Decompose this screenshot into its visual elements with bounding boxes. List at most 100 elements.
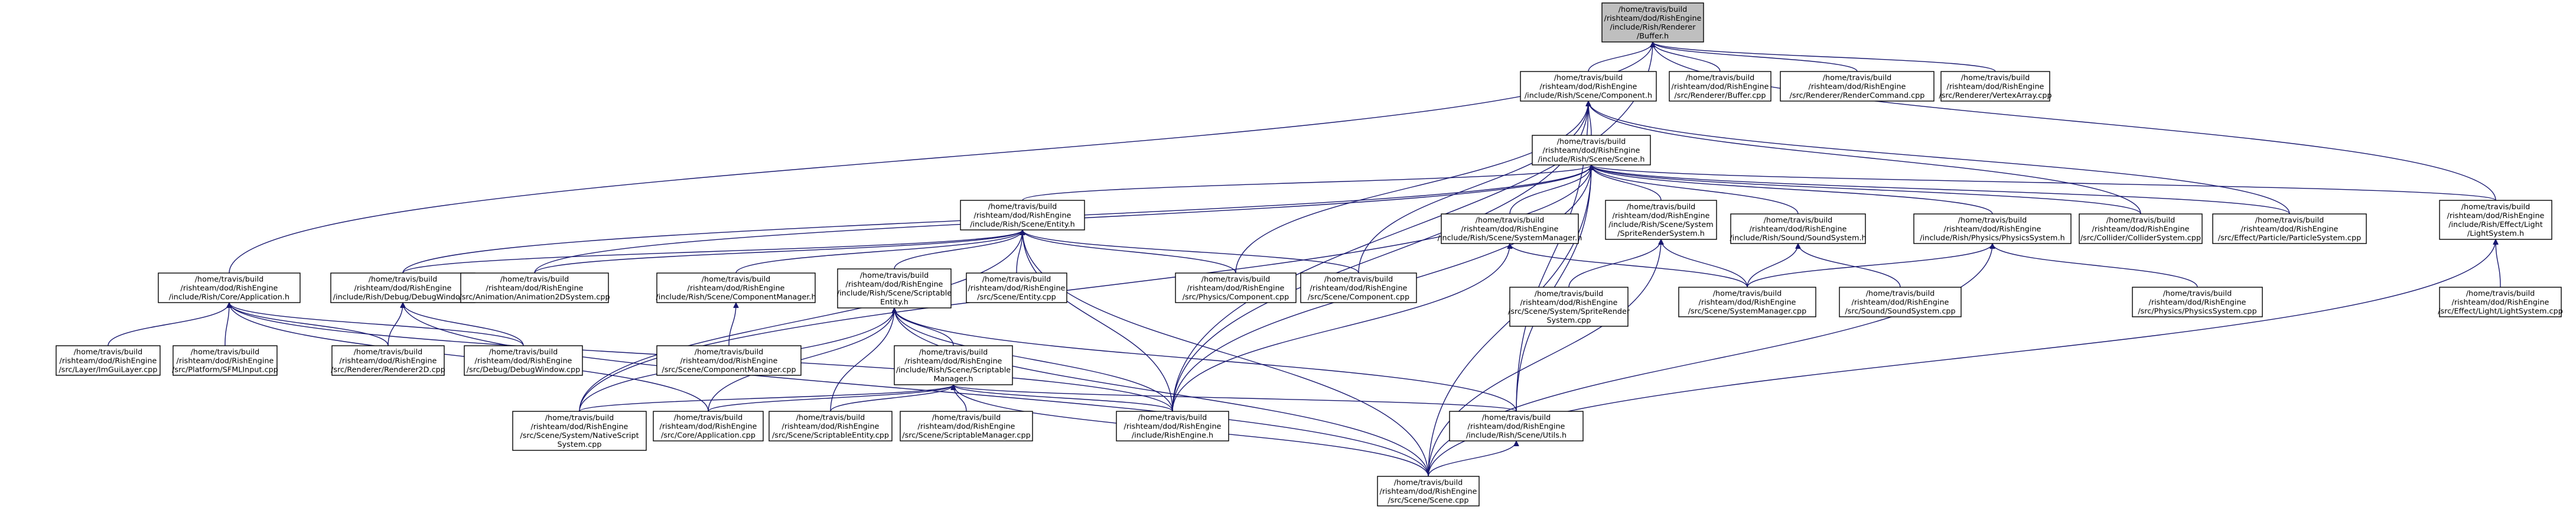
node-box[interactable] (1532, 135, 1651, 165)
node-renderer-vertexarray-cpp[interactable]: /home/travis/build/rishteam/dod/RishEngi… (1939, 71, 2052, 102)
node-box[interactable] (900, 411, 1033, 441)
node-box[interactable] (2439, 287, 2562, 317)
node-box[interactable] (172, 345, 278, 376)
edge-systemmanager_cpp-to-spriterendersystem_h (1661, 239, 1748, 288)
edge-component_h-to-buffer_h (1588, 41, 1653, 72)
edge-sfmlinput_cpp-to-application_h (224, 303, 229, 346)
node-animation2dsystem-cpp[interactable]: /home/travis/build/rishteam/dod/RishEngi… (459, 272, 610, 303)
node-box[interactable] (1940, 71, 2050, 102)
node-box[interactable] (1300, 272, 1417, 303)
node-box[interactable] (656, 272, 816, 303)
node-lightsystem-h[interactable]: /home/travis/build/rishteam/dod/RishEngi… (2439, 200, 2552, 240)
node-box[interactable] (1116, 411, 1229, 441)
node-layer-imguilayer-cpp[interactable]: /home/travis/build/rishteam/dod/RishEngi… (56, 345, 161, 376)
node-application-cpp[interactable]: /home/travis/build/rishteam/dod/RishEngi… (653, 411, 764, 441)
node-box[interactable] (966, 272, 1067, 303)
node-box[interactable] (960, 200, 1085, 230)
node-box[interactable] (1839, 287, 1962, 317)
node-box[interactable] (1520, 71, 1657, 102)
node-box[interactable] (653, 411, 764, 441)
edge-renderer2d_cpp-to-application_h (229, 302, 389, 346)
node-label-line: /home/travis/build (2255, 216, 2324, 225)
node-renderer2d-cpp[interactable]: /home/travis/build/rishteam/dod/RishEngi… (331, 345, 445, 376)
node-physics-component-cpp[interactable]: /home/travis/build/rishteam/dod/RishEngi… (1175, 272, 1297, 303)
node-physicssystem-cpp[interactable]: /home/travis/build/rishteam/dod/RishEngi… (2132, 287, 2263, 317)
node-spriterendersystem-h[interactable]: /home/travis/build/rishteam/dod/RishEngi… (1605, 200, 1717, 240)
node-collidersystem-cpp[interactable]: /home/travis/build/rishteam/dod/RishEngi… (2079, 213, 2203, 244)
node-box[interactable] (2079, 213, 2203, 244)
node-systemmanager-h[interactable]: /home/travis/build/rishteam/dod/RishEngi… (1438, 213, 1582, 244)
node-box[interactable] (2132, 287, 2263, 317)
node-lightsystem-cpp[interactable]: /home/travis/build/rishteam/dod/RishEngi… (2438, 287, 2563, 317)
node-box[interactable] (2212, 213, 2367, 244)
node-box[interactable] (464, 345, 583, 376)
node-box[interactable] (656, 345, 802, 376)
node-label-line: /rishteam/dod/RishEngine (1944, 225, 2041, 234)
edge-physics_component_cpp-to-component_h (1235, 101, 1588, 274)
edge-scene_cpp-to-lightsystem_h (1428, 239, 2496, 477)
node-label-line: /home/travis/build (191, 348, 260, 357)
node-box[interactable] (1678, 287, 1816, 317)
node-scene-cpp[interactable]: /home/travis/build/rishteam/dod/RishEngi… (1377, 476, 1480, 506)
node-componentmanager-cpp[interactable]: /home/travis/build/rishteam/dod/RishEngi… (656, 345, 802, 376)
node-renderer-buffer-cpp[interactable]: /home/travis/build/rishteam/dod/RishEngi… (1669, 71, 1771, 102)
node-box[interactable] (1175, 272, 1297, 303)
edge-scriptableentity_cpp-to-scriptableentity_h (830, 308, 894, 412)
node-box[interactable] (1377, 476, 1480, 506)
node-box[interactable] (2439, 200, 2552, 240)
node-box[interactable] (512, 411, 647, 451)
node-box[interactable] (894, 345, 1013, 385)
node-box[interactable] (330, 272, 476, 303)
node-box[interactable] (1605, 200, 1717, 240)
node-label-line: /Buffer.h (1637, 32, 1669, 41)
node-scene-component-cpp[interactable]: /home/travis/build/rishteam/dod/RishEngi… (1300, 272, 1417, 303)
node-debugwindow-cpp[interactable]: /home/travis/build/rishteam/dod/RishEngi… (464, 345, 583, 376)
node-label-line: /home/travis/build (1764, 216, 1833, 225)
node-label-line: /src/Renderer/RenderCommand.cpp (1790, 92, 1925, 100)
node-scene-h[interactable]: /home/travis/build/rishteam/dod/RishEngi… (1532, 135, 1651, 165)
node-sfmlinput-cpp[interactable]: /home/travis/build/rishteam/dod/RishEngi… (172, 345, 278, 376)
node-spriterendersystem-cpp[interactable]: /home/travis/build/rishteam/dod/RishEngi… (1508, 287, 1630, 327)
node-box[interactable] (768, 411, 893, 441)
node-box[interactable] (331, 345, 445, 376)
node-box[interactable] (1509, 287, 1629, 327)
node-box[interactable] (1669, 71, 1771, 102)
node-utils-h[interactable]: /home/travis/build/rishteam/dod/RishEngi… (1449, 411, 1584, 441)
node-debugwindow-h[interactable]: /home/travis/build/rishteam/dod/RishEngi… (330, 272, 476, 303)
node-soundsystem-h[interactable]: /home/travis/build/rishteam/dod/RishEngi… (1730, 213, 1867, 244)
node-label-line: /home/travis/build (988, 203, 1057, 212)
node-box[interactable] (1730, 213, 1866, 244)
node-box[interactable] (1913, 213, 2072, 244)
edge-physicssystem_cpp-to-physicssystem_h (1992, 243, 2198, 288)
node-label-line: /home/travis/build (500, 275, 569, 284)
node-buffer-h[interactable]: /home/travis/build/rishteam/dod/RishEngi… (1601, 2, 1704, 43)
node-box[interactable] (1449, 411, 1584, 441)
node-box[interactable] (56, 345, 161, 376)
node-scriptableentity-h[interactable]: /home/travis/build/rishteam/dod/RishEngi… (837, 268, 952, 309)
node-physicssystem-h[interactable]: /home/travis/build/rishteam/dod/RishEngi… (1913, 213, 2072, 244)
node-label-line: /rishteam/dod/RishEngine (1124, 423, 1222, 431)
node-box[interactable] (158, 272, 301, 303)
node-box[interactable] (1441, 213, 1579, 244)
node-scriptablemanager-h[interactable]: /home/travis/build/rishteam/dod/RishEngi… (894, 345, 1013, 385)
node-renderer-rendercommand-cpp[interactable]: /home/travis/build/rishteam/dod/RishEngi… (1780, 71, 1935, 102)
node-componentmanager-h[interactable]: /home/travis/build/rishteam/dod/RishEngi… (656, 272, 816, 303)
node-soundsystem-cpp[interactable]: /home/travis/build/rishteam/dod/RishEngi… (1839, 287, 1962, 317)
node-entity-cpp[interactable]: /home/travis/build/rishteam/dod/RishEngi… (966, 272, 1067, 303)
node-label-line: /rishteam/dod/RishEngine (1380, 488, 1477, 496)
node-scriptablemanager-cpp[interactable]: /home/travis/build/rishteam/dod/RishEngi… (900, 411, 1033, 441)
node-particlesystem-cpp[interactable]: /home/travis/build/rishteam/dod/RishEngi… (2212, 213, 2367, 244)
node-component-h[interactable]: /home/travis/build/rishteam/dod/RishEngi… (1520, 71, 1657, 102)
node-box[interactable] (837, 268, 952, 309)
node-scriptableentity-cpp[interactable]: /home/travis/build/rishteam/dod/RishEngi… (768, 411, 893, 441)
node-rishengine-h[interactable]: /home/travis/build/rishteam/dod/RishEngi… (1116, 411, 1229, 441)
edge-application_cpp-to-scriptablemanager_h (708, 384, 953, 412)
node-label-line: /src/Animation/Animation2DSystem.cpp (459, 293, 610, 302)
node-box[interactable] (1780, 71, 1935, 102)
node-entity-h[interactable]: /home/travis/build/rishteam/dod/RishEngi… (960, 200, 1085, 230)
node-box[interactable] (460, 272, 609, 303)
node-box[interactable] (1601, 2, 1704, 43)
node-systemmanager-cpp[interactable]: /home/travis/build/rishteam/dod/RishEngi… (1678, 287, 1816, 317)
node-nativescriptsystem-cpp[interactable]: /home/travis/build/rishteam/dod/RishEngi… (512, 411, 647, 451)
node-application-h[interactable]: /home/travis/build/rishteam/dod/RishEngi… (158, 272, 301, 303)
